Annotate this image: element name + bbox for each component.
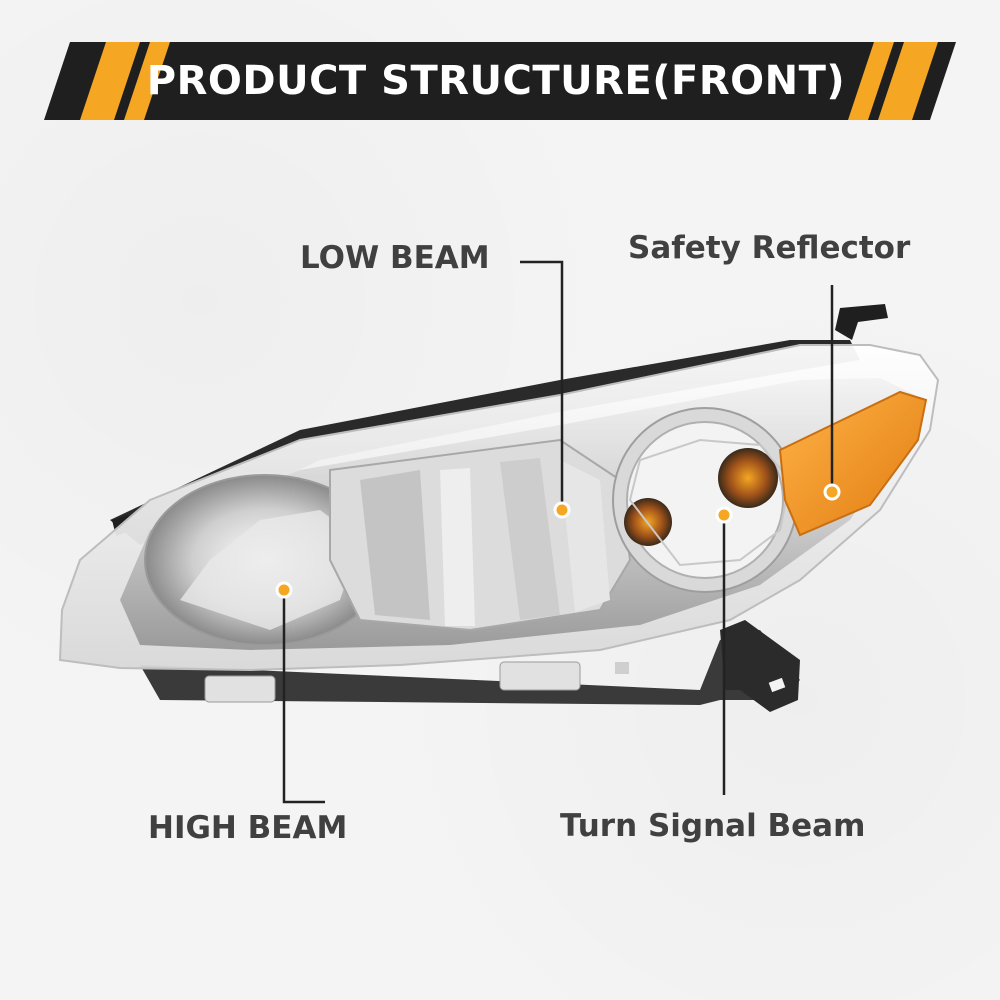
safety-reflector-label: Safety Reflector (628, 230, 911, 266)
leader-lines (282, 260, 834, 804)
turn-signal-beam-label: Turn Signal Beam (560, 808, 866, 844)
low-beam-reflector (329, 438, 632, 632)
bottom-clips (204, 661, 629, 703)
turn-signal-marker (715, 506, 733, 524)
title-banner: PRODUCT STRUCTURE(FRONT) (44, 42, 956, 120)
amber-reflector (778, 390, 928, 537)
low-beam-marker (553, 501, 571, 519)
high-beam-marker (275, 581, 293, 599)
banner-shape (44, 42, 956, 120)
callout-markers (275, 483, 841, 599)
high-beam-leader (282, 590, 325, 804)
banner-title: PRODUCT STRUCTURE(FRONT) (146, 58, 846, 104)
low-beam-label: LOW BEAM (300, 240, 490, 276)
turn-signal-unit (612, 407, 798, 593)
high-beam-label: HIGH BEAM (148, 810, 348, 846)
low-beam-leader (520, 260, 564, 508)
safety-reflector-marker (823, 483, 841, 501)
high-beam-reflector (144, 474, 386, 646)
